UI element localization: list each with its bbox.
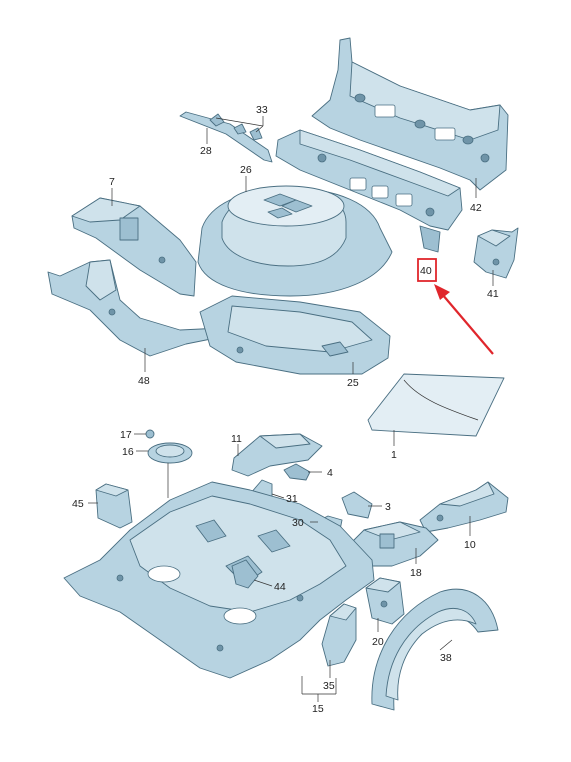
label-33[interactable]: 33	[256, 104, 268, 116]
label-35[interactable]: 35	[323, 680, 335, 692]
part-44-reinforcement[interactable]	[231, 559, 259, 589]
part-17-plug[interactable]	[145, 429, 155, 439]
part-40-cross-member[interactable]	[275, 129, 463, 253]
part-35-bracket[interactable]	[321, 603, 357, 667]
part-10-member[interactable]	[419, 481, 509, 533]
part-38-wheel-arch[interactable]	[371, 588, 499, 711]
label-28[interactable]: 28	[200, 145, 212, 157]
label-25[interactable]: 25	[347, 377, 359, 389]
part-1-mat[interactable]	[367, 373, 505, 437]
part-20-bracket[interactable]	[365, 577, 405, 625]
part-45-bracket[interactable]	[95, 483, 133, 529]
label-42[interactable]: 42	[470, 202, 482, 214]
label-7[interactable]: 7	[109, 176, 115, 188]
highlight-box-40	[417, 258, 437, 282]
label-18[interactable]: 18	[410, 567, 422, 579]
part-7-side-member[interactable]	[71, 197, 197, 297]
label-1[interactable]: 1	[391, 449, 397, 461]
highlight-arrow-head	[434, 284, 450, 300]
label-38[interactable]: 38	[440, 652, 452, 664]
label-41[interactable]: 41	[487, 288, 499, 300]
part-15-main-floor[interactable]	[63, 481, 375, 679]
label-11[interactable]: 11	[231, 433, 242, 445]
part-labels: 33 28 26 7 42 40 41 48 25 1 17 16 11 4 3…	[72, 104, 499, 715]
label-30[interactable]: 30	[292, 517, 304, 529]
label-40[interactable]: 40	[420, 265, 432, 277]
label-45[interactable]: 45	[72, 498, 84, 510]
highlight-arrow	[441, 293, 494, 355]
label-48[interactable]: 48	[138, 375, 150, 387]
part-16-cover[interactable]	[147, 442, 193, 464]
label-17[interactable]: 17	[120, 429, 132, 441]
part-4-bracket[interactable]	[283, 463, 311, 481]
label-3[interactable]: 3	[385, 501, 391, 513]
part-41-bracket[interactable]	[473, 227, 519, 279]
label-26[interactable]: 26	[240, 164, 252, 176]
label-16[interactable]: 16	[122, 446, 134, 458]
part-33-clips[interactable]	[209, 113, 263, 141]
part-11-bracket[interactable]	[231, 433, 323, 477]
part-3-bracket[interactable]	[341, 491, 373, 519]
part-28-strip[interactable]	[179, 111, 273, 163]
part-48-side-member[interactable]	[47, 259, 227, 357]
leader-lines	[88, 116, 494, 702]
label-4[interactable]: 4	[327, 467, 333, 479]
label-31[interactable]: 31	[286, 493, 298, 505]
part-42-rear-panel[interactable]	[311, 37, 509, 191]
part-26-spare-wheel-well[interactable]	[197, 185, 393, 297]
part-25-floor-panel[interactable]	[199, 295, 391, 375]
label-15[interactable]: 15	[312, 703, 324, 715]
label-10[interactable]: 10	[464, 539, 476, 551]
label-44[interactable]: 44	[274, 581, 286, 593]
label-20[interactable]: 20	[372, 636, 384, 648]
